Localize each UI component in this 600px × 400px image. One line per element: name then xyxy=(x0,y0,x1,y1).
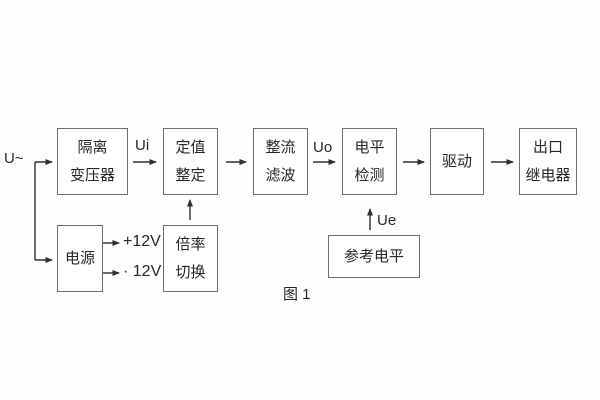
block-label: 变压器 xyxy=(69,166,115,184)
block-label: 整流 xyxy=(265,138,296,156)
block-label: 驱动 xyxy=(441,152,472,170)
block-label: 电平 xyxy=(354,138,385,156)
block-label: 定值 xyxy=(175,138,206,156)
block-output-relay: 出口 继电器 xyxy=(519,128,577,195)
block-label: 隔离 xyxy=(77,138,108,156)
block-label: 滤波 xyxy=(265,166,296,184)
label-ue: Ue xyxy=(377,212,397,229)
label-input-voltage: U~ xyxy=(4,150,24,167)
block-label: 继电器 xyxy=(525,166,571,184)
block-power-supply: 电源 xyxy=(57,225,103,292)
label-minus-12v: · 12V xyxy=(123,263,162,280)
block-label: 出口 xyxy=(532,138,563,156)
block-setting-adjustment: 定值 整定 xyxy=(163,128,218,195)
block-label: 检测 xyxy=(354,166,385,184)
block-label: 切换 xyxy=(175,263,206,281)
block-label: 电源 xyxy=(64,249,95,267)
block-isolation-transformer: 隔离 变压器 xyxy=(57,128,128,195)
block-level-detection: 电平 检测 xyxy=(342,128,397,195)
block-label: 整定 xyxy=(175,166,206,184)
block-rectifier-filter: 整流 滤波 xyxy=(253,128,308,195)
block-ratio-switch: 倍率 切换 xyxy=(163,225,218,292)
block-driver: 驱动 xyxy=(430,128,484,195)
block-label: 参考电平 xyxy=(343,247,404,265)
label-uo: Uo xyxy=(313,139,333,156)
label-ui: Ui xyxy=(135,137,150,154)
block-label: 倍率 xyxy=(175,235,206,253)
block-reference-level: 参考电平 xyxy=(328,235,420,278)
figure-caption: 图 1 xyxy=(283,286,311,303)
label-plus-12v: +12V xyxy=(123,233,161,250)
